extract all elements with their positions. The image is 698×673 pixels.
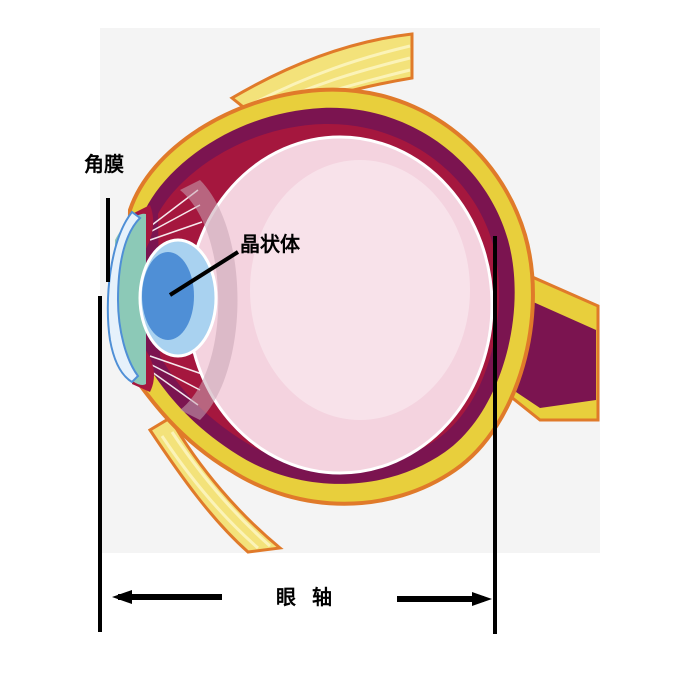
eye-axis-label-part1: 眼 <box>276 585 296 609</box>
lens <box>138 238 218 358</box>
ciliary-zonules <box>149 189 203 406</box>
ciliary-body-shadow <box>180 180 238 420</box>
eye-axis-right-arrow <box>397 592 492 606</box>
eye-axis-label-part2: 轴 <box>312 585 332 609</box>
eye-axis-label: 眼轴 <box>276 587 332 607</box>
cornea-label: 角膜 <box>84 152 124 176</box>
eye-axis-left-arrow <box>112 590 222 604</box>
vitreous-highlight <box>250 160 470 420</box>
lens-pointer-line <box>168 250 240 297</box>
lens-label: 晶状体 <box>240 232 300 256</box>
cornea <box>106 210 142 384</box>
lower-muscle <box>147 415 284 554</box>
